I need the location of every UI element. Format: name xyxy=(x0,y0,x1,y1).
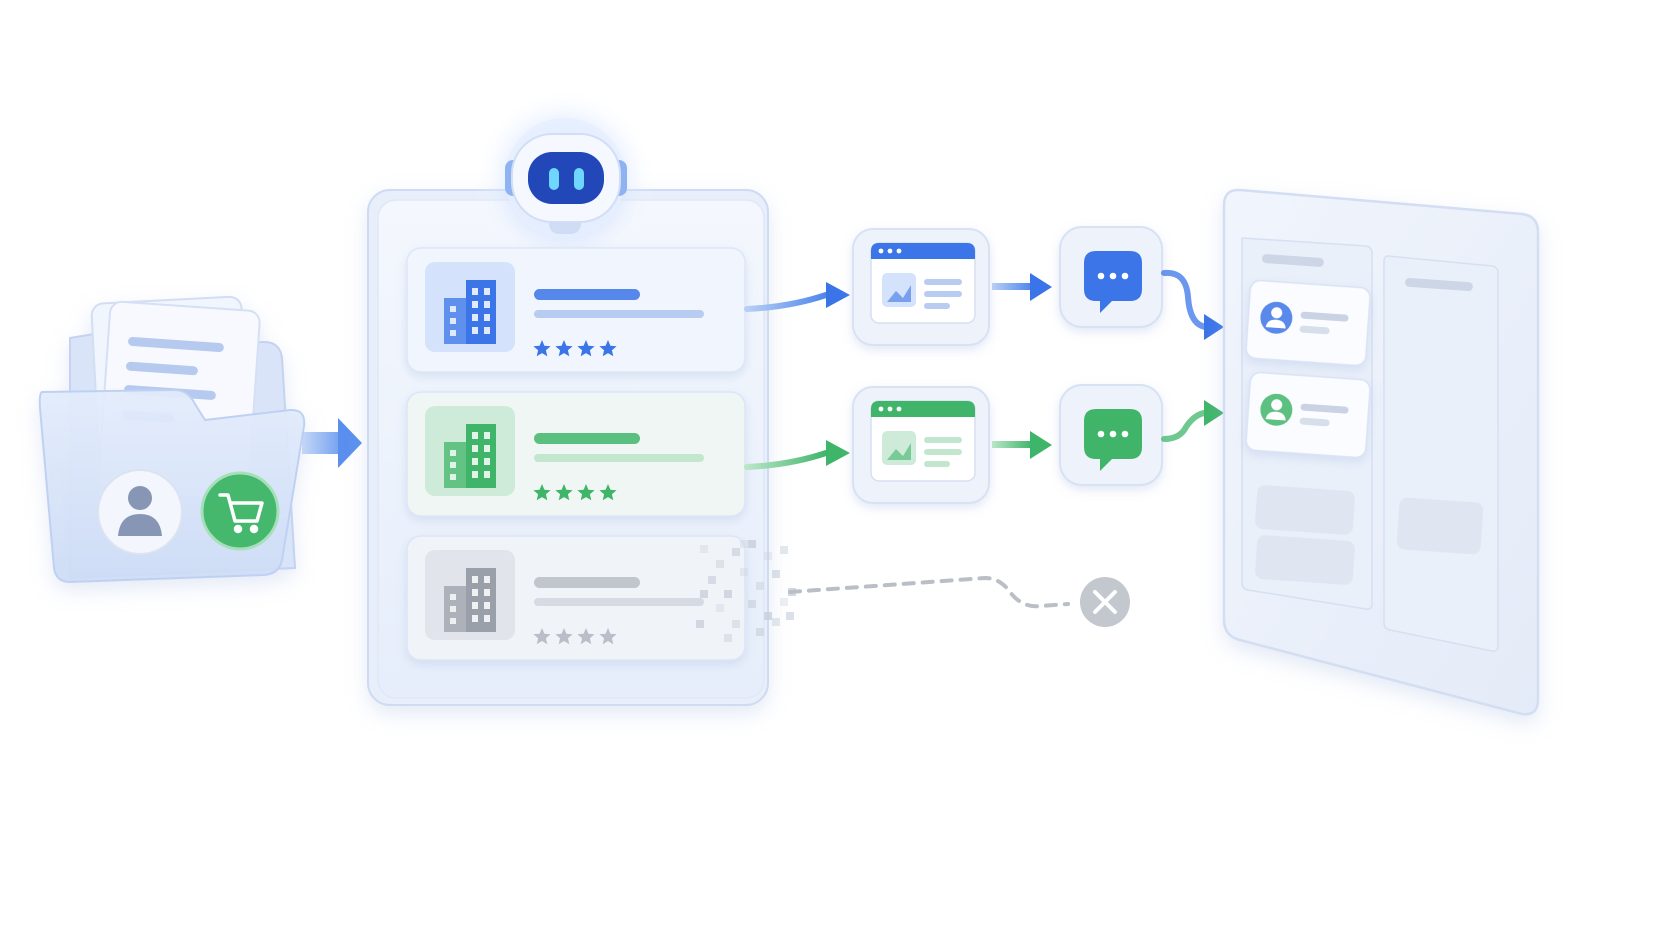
dissolve-pixel xyxy=(772,618,780,626)
candidate-card-2 xyxy=(406,391,746,517)
rating-star-icon xyxy=(555,628,573,645)
candidate-card-1 xyxy=(406,247,746,373)
user-icon xyxy=(1260,393,1293,426)
dissolve-pixel xyxy=(740,540,748,548)
building-icon xyxy=(444,568,496,632)
cart-badge xyxy=(200,471,280,551)
user-icon xyxy=(118,486,162,536)
rejected-marker xyxy=(1080,577,1130,627)
rating-star-icon xyxy=(577,340,595,357)
pipeline-green xyxy=(744,384,1224,504)
rating-star-icon xyxy=(577,628,595,645)
dissolve-pixel xyxy=(724,634,732,642)
arrow-head xyxy=(1204,314,1224,340)
arrow-head xyxy=(826,282,850,308)
robot-assistant xyxy=(473,88,657,272)
rating-star-icon xyxy=(533,484,551,501)
flow-arrow xyxy=(1161,410,1207,442)
rating-star-icon xyxy=(533,628,551,645)
board-card-1 xyxy=(1245,279,1371,367)
rating-star-icon xyxy=(533,340,551,357)
flow-arrow xyxy=(744,292,829,312)
title-bar xyxy=(534,577,640,588)
dissolve-pixel xyxy=(772,570,780,578)
robot-icon xyxy=(505,133,627,234)
close-circle-icon xyxy=(1093,590,1117,614)
dissolve-pixel xyxy=(740,568,748,576)
rating-star-icon xyxy=(599,484,617,501)
rating-star-icon xyxy=(555,340,573,357)
candidate-card-3 xyxy=(406,535,746,661)
building-icon xyxy=(444,424,496,488)
dissolve-pixel xyxy=(716,604,724,612)
dissolve-pixel xyxy=(696,620,704,628)
rating-star-icon xyxy=(555,484,573,501)
flow-arrow xyxy=(992,441,1032,448)
arrow-head xyxy=(826,440,850,466)
dissolve-pixel xyxy=(780,546,788,554)
browser-window-icon xyxy=(870,400,976,482)
flow-arrow xyxy=(1161,269,1209,330)
arrow-head xyxy=(1030,431,1052,459)
browser-window-icon xyxy=(870,242,976,324)
arrow-head xyxy=(1030,273,1052,301)
flow-arrow xyxy=(992,283,1032,290)
subtitle-bar xyxy=(534,310,704,318)
subtitle-bar xyxy=(534,454,704,462)
arrow-source-to-processor xyxy=(302,418,362,468)
destination-board xyxy=(1222,188,1540,716)
chat-bubble-icon xyxy=(1084,251,1142,313)
arrow-head xyxy=(1204,400,1224,426)
dissolve-pixel xyxy=(700,590,708,598)
chat-step xyxy=(1059,226,1163,328)
pipelines xyxy=(744,226,1224,504)
building-icon xyxy=(444,280,496,344)
board-cards xyxy=(1245,279,1371,459)
dissolve-pixels xyxy=(696,540,796,642)
title-bar xyxy=(534,433,640,444)
subtitle-bar xyxy=(534,598,704,606)
user-badge xyxy=(97,469,183,555)
title-bar xyxy=(534,289,640,300)
rating-star-icon xyxy=(599,340,617,357)
flow-arrow xyxy=(744,450,829,470)
dissolve-pixel xyxy=(724,590,732,598)
chat-bubble-icon xyxy=(1084,409,1142,471)
dissolve-pixel xyxy=(756,628,764,636)
rating-star-icon xyxy=(599,628,617,645)
rejected-path xyxy=(788,575,1070,609)
board-card-2 xyxy=(1245,371,1371,459)
user-icon xyxy=(1260,301,1293,334)
rating-star-icon xyxy=(577,484,595,501)
candidate-list xyxy=(406,247,746,661)
pipeline-blue xyxy=(744,226,1224,346)
browser-window-step xyxy=(852,386,990,504)
chat-step xyxy=(1059,384,1163,486)
dissolve-pixel xyxy=(764,552,772,560)
dissolve-pixel xyxy=(756,582,764,590)
dissolve-pixel xyxy=(748,600,756,608)
dissolve-pixel xyxy=(732,548,740,556)
dissolve-pixel xyxy=(708,576,716,584)
dissolve-pixel xyxy=(780,598,788,606)
dissolve-pixel xyxy=(764,612,772,620)
browser-window-step xyxy=(852,228,990,346)
shopping-cart-icon xyxy=(218,493,264,534)
dissolve-pixel xyxy=(748,540,756,548)
dissolve-pixel xyxy=(700,545,708,553)
dissolve-pixel xyxy=(732,620,740,628)
dissolve-pixel xyxy=(716,560,724,568)
dissolve-pixel xyxy=(786,612,794,620)
